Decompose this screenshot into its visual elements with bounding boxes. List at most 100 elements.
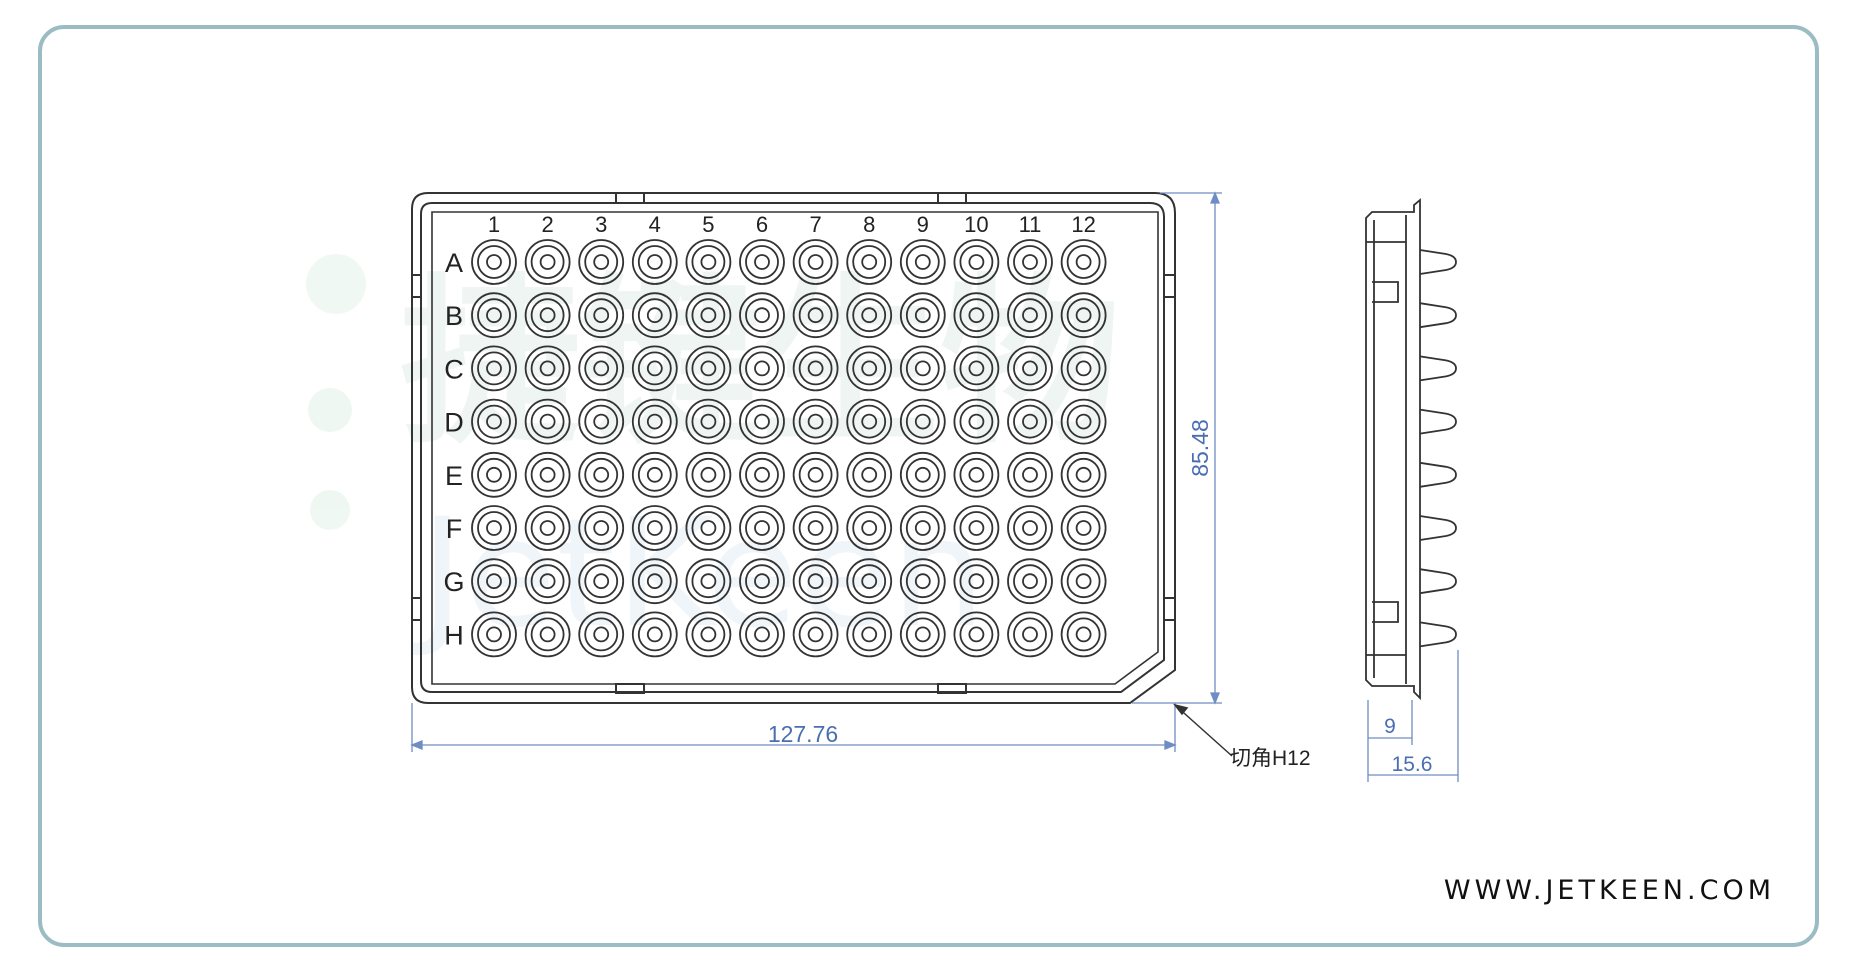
well-ring xyxy=(578,398,625,445)
well-ring xyxy=(539,307,556,324)
well xyxy=(631,505,678,551)
well-ring xyxy=(685,398,732,445)
well-ring xyxy=(477,351,511,386)
well xyxy=(739,239,785,285)
well-ring xyxy=(905,298,940,333)
row-label: A xyxy=(445,248,463,278)
plate-side-tab xyxy=(1163,274,1176,298)
watermark-logo-dot xyxy=(306,254,366,314)
well-grid xyxy=(471,239,1107,658)
well-ring xyxy=(584,511,619,545)
well-ring xyxy=(691,298,726,333)
arrow-head xyxy=(410,740,423,750)
well xyxy=(471,292,517,339)
well-ring xyxy=(1007,239,1053,285)
well-ring xyxy=(471,345,517,392)
well-ring xyxy=(477,298,511,333)
well xyxy=(524,505,571,551)
well-ring xyxy=(1022,466,1038,483)
well-ring xyxy=(846,292,893,339)
well-ring xyxy=(1022,360,1038,377)
well-ring xyxy=(1007,292,1053,339)
well xyxy=(1060,398,1107,445)
column-label: 2 xyxy=(541,212,553,237)
well xyxy=(846,451,893,498)
card-frame xyxy=(38,25,1819,947)
well-ring xyxy=(593,254,610,270)
well xyxy=(899,292,946,339)
well-ring xyxy=(899,558,946,605)
well-ring xyxy=(685,611,732,658)
well-ring xyxy=(792,292,839,339)
well-ring xyxy=(968,254,985,270)
well-ring xyxy=(539,466,556,483)
well xyxy=(792,239,839,285)
well-ring xyxy=(584,245,619,279)
well-ring xyxy=(861,520,878,536)
well xyxy=(1007,558,1053,605)
well xyxy=(524,292,571,339)
well-ring xyxy=(745,298,779,333)
well xyxy=(953,239,1000,285)
well-ring xyxy=(1007,505,1053,551)
well-ring xyxy=(471,558,517,605)
well xyxy=(631,558,678,605)
well-ring xyxy=(539,360,556,377)
well xyxy=(1007,345,1053,392)
well-ring xyxy=(959,511,994,545)
well xyxy=(631,398,678,445)
well-ring xyxy=(959,404,994,439)
side-clip xyxy=(1372,601,1399,623)
well-ring xyxy=(852,617,887,652)
well-ring xyxy=(739,345,785,392)
well-ring xyxy=(530,457,565,492)
well-ring xyxy=(953,451,1000,498)
column-label: 7 xyxy=(809,212,821,237)
well-ring xyxy=(1075,626,1092,643)
well-ring xyxy=(745,564,779,599)
well-ring xyxy=(1060,505,1107,551)
well xyxy=(739,292,785,339)
well-ring xyxy=(539,573,556,590)
side-tube xyxy=(1419,515,1457,541)
well-ring xyxy=(846,451,893,498)
well-ring xyxy=(968,307,985,324)
well-ring xyxy=(685,558,732,605)
well-ring xyxy=(754,466,770,483)
side-tube xyxy=(1419,249,1457,275)
plate-side-view xyxy=(1365,198,1457,701)
well-ring xyxy=(700,466,717,483)
well-ring xyxy=(700,626,717,643)
side-total-label: 15.6 xyxy=(1392,753,1433,776)
well-ring xyxy=(899,451,946,498)
well xyxy=(1060,292,1107,339)
well-ring xyxy=(1060,239,1107,285)
well-ring xyxy=(739,611,785,658)
well-ring xyxy=(846,505,893,551)
well-ring xyxy=(953,558,1000,605)
well xyxy=(739,558,785,605)
well-ring xyxy=(524,611,571,658)
well xyxy=(578,505,625,551)
well-ring xyxy=(745,511,779,545)
well-ring xyxy=(524,345,571,392)
corner-note: 切角H12 xyxy=(1230,747,1311,770)
side-tube-group xyxy=(1419,249,1457,648)
well-ring xyxy=(1007,345,1053,392)
well-ring xyxy=(584,457,619,492)
column-label: 12 xyxy=(1071,212,1095,237)
well xyxy=(471,345,517,392)
well xyxy=(471,611,517,658)
well-ring xyxy=(471,505,517,551)
well-ring xyxy=(754,573,770,590)
well-ring xyxy=(637,351,672,386)
well-ring xyxy=(899,398,946,445)
well-ring xyxy=(1022,626,1038,643)
well-ring xyxy=(861,307,878,324)
well-ring xyxy=(477,617,511,652)
well xyxy=(846,558,893,605)
well-ring xyxy=(530,245,565,279)
well-ring xyxy=(905,457,940,492)
